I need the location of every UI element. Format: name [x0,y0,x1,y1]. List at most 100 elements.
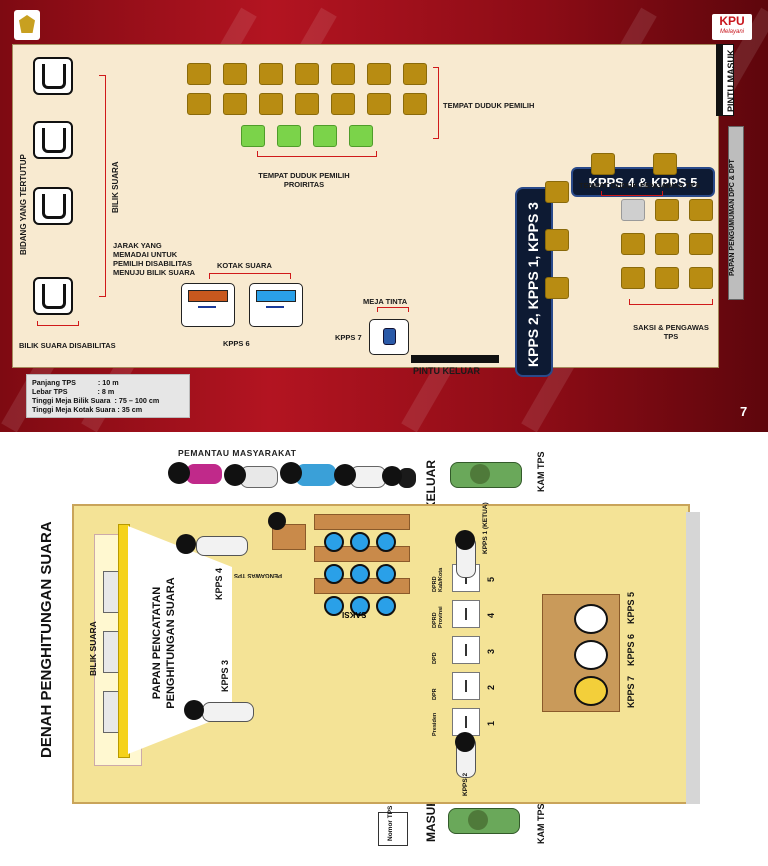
voter-seat [223,93,247,115]
kpps5-head [574,604,608,634]
kpu-logo-text: KPU [719,14,745,28]
voter-seat [295,93,319,115]
kpps6-label: KPPS 6 [626,633,636,666]
saksi-table [314,514,410,530]
ballot-box-number: 5 [486,576,496,582]
ballot-box [452,600,480,628]
voter-seat [367,63,391,85]
kpps-seat [591,153,615,175]
saksi-label: SAKSI [342,610,367,619]
security-guard-head [470,464,490,484]
kpps5-label: KPPS 5 [626,591,636,624]
tps-layout-slide: KPU Melayani 7 BIDANG YANG TERTUTUP BILI… [0,0,768,432]
exit-door [411,355,499,363]
voter-seat [331,63,355,85]
kotak-suara-label: KOTAK SUARA [217,261,272,270]
ballot-box [452,708,480,736]
kam-tps-bottom-label: KAM TPS [536,803,546,845]
kpps1-head [455,530,475,550]
kpps1-label: KPPS 1 (KETUA) [482,502,489,554]
voter-seat [403,63,427,85]
saksi-seat [655,267,679,289]
counting-room: BILIK SUARA PAPAN PENCATATAN PENGHITUNGA… [72,502,690,804]
bracket [601,191,663,196]
saksi-head [324,532,344,552]
bracket [629,299,713,305]
priority-seat [349,125,373,147]
kpps3-head [184,700,204,720]
priority-seat [241,125,265,147]
voting-booth [33,57,73,95]
saksi-seat [689,199,713,221]
kpps-seat [545,229,569,251]
kpps7-head [574,676,608,706]
ballot-box-number: 2 [486,684,496,690]
kpps2-head [455,732,475,752]
kpps4-head [176,534,196,554]
voter-seat [259,63,283,85]
saksi-head [350,564,370,584]
kpps7-label: KPPS 7 [335,333,362,342]
saksi-label: SAKSI & PENGAWAS TPS [633,323,709,341]
ballot-box [181,283,235,327]
observer-person [398,468,416,488]
masuk-label: MASUK [424,798,438,842]
pengawas-tps-label: PENGAWAS TPS [233,572,282,578]
counting-title: DENAH PENGHITUNGAN SUARA [38,521,55,758]
nomor-tps-sign: Nomor TPS [378,806,408,846]
ballot-box-label: DPRD Kab/Kota [432,567,444,592]
saksi-head [324,596,344,616]
ballot-box-number: 4 [486,612,496,618]
tempat-duduk-pemilih-label: TEMPAT DUDUK PEMILIH [443,101,535,110]
observer-person [296,464,336,486]
entrance-door [716,44,734,116]
voter-seat [295,63,319,85]
counting-layout: DENAH PENGHITUNGAN SUARA PEMANTAU MASYAR… [0,432,768,866]
voter-seat [331,93,355,115]
voting-booth [33,121,73,159]
saksi-seat [689,233,713,255]
announcement-board [728,126,744,300]
ballot-box-label: DPR [432,688,438,700]
saksi-seat [689,267,713,289]
ink-bottle-icon [383,328,396,345]
kpps6-label: KPPS 6 [223,339,250,348]
observer-head [334,464,356,486]
pengawas-head [268,512,286,530]
saksi-head [376,532,396,552]
bracket [257,151,377,157]
jarak-memadai-label: JARAK YANG MEMADAI UNTUK PEMILIH DISABIL… [113,241,196,277]
voter-seat [367,93,391,115]
voter-seat [259,93,283,115]
kpu-logo-subtext: Melayani [719,29,744,35]
bracket [377,307,409,312]
ballot-box-label: DPD [432,652,438,664]
meja-tinta-label: MEJA TINTA [363,297,408,306]
bracket [433,67,439,139]
priority-seat [313,125,337,147]
saksi-seat [655,199,679,221]
papan-pengumuman-label: PAPAN PENGUMUMAN DPC & DPT [729,159,736,276]
observer-head [382,466,402,486]
ballot-box-label: DPRD Provinsi [432,606,444,628]
pengawas-label: TEMPAT DUDUK PENGAWAS TPS [579,181,700,190]
pengawas-seat [621,199,645,221]
tempat-duduk-prioritas-label: TEMPAT DUDUK PEMILIH PROIRITAS [258,171,350,189]
kpps7-label: KPPS 7 [626,675,636,708]
voter-seat [187,93,211,115]
security-guard-head [468,810,488,830]
kpps3-label: KPPS 3 [220,659,230,692]
observer-head [224,464,246,486]
tps-floor-plan: BIDANG YANG TERTUTUP BILIK SUARA JARAK Y… [12,44,719,377]
kpps3-person [202,702,254,722]
papan-label: PAPAN PENCATATAN PENGHITUNGAN SUARA [151,577,177,709]
pintu-keluar-label: PINTU KELUAR [413,366,480,376]
saksi-head [350,596,370,616]
pengawas-table [272,524,306,550]
bracket [209,273,291,279]
kpps4-person [196,536,248,556]
kpps6-head [574,640,608,670]
ballot-box [249,283,303,327]
kpps-vertical-text: KPPS 2, KPPS 1, KPPS 3 [525,202,541,367]
kpps4-label: KPPS 4 [214,567,224,600]
